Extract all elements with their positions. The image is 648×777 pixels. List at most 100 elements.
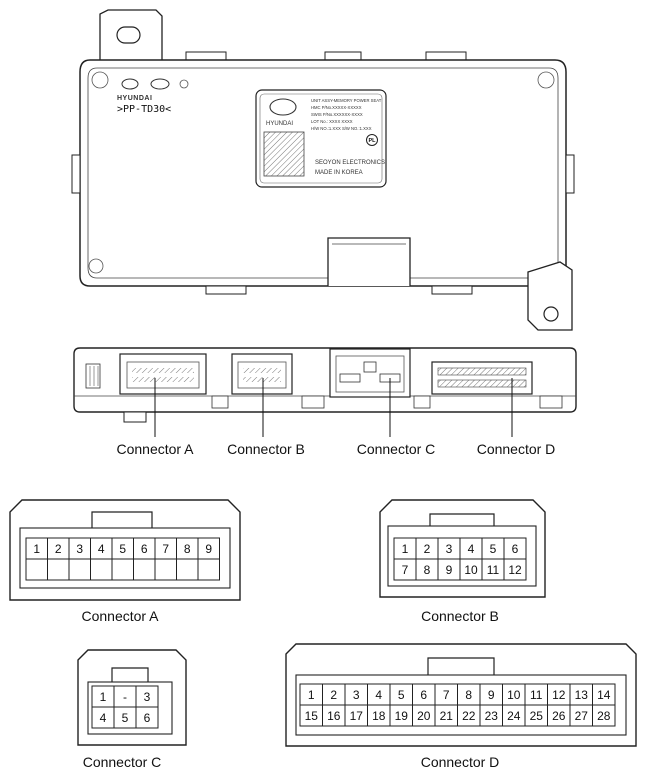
- pin-number-10: 10: [507, 688, 521, 702]
- pin-number-8: 8: [184, 542, 191, 556]
- side-clip: [301, 395, 325, 409]
- pin-cell-empty: [47, 558, 70, 581]
- certification-mark-icon: [366, 134, 378, 146]
- pin-number-4: 4: [468, 542, 475, 556]
- corner-boss: [537, 71, 555, 89]
- side-clip: [565, 154, 575, 194]
- socket-a: [119, 353, 207, 395]
- label-line-5: H/W NO.:1.XXX S/W NO.:1.XXX: [311, 126, 372, 131]
- pin-number-9: 9: [446, 563, 453, 577]
- pin-number-3: 3: [144, 690, 151, 704]
- pin-number-4: 4: [375, 688, 382, 702]
- pin-number-7: 7: [402, 563, 409, 577]
- pin-number-28: 28: [597, 709, 611, 723]
- connector-d-key: [427, 657, 495, 675]
- socket-b-pin-row: [243, 377, 281, 382]
- pin-cell-empty: [25, 558, 48, 581]
- pin-number-11: 11: [487, 563, 500, 577]
- pin-cell: [592, 704, 616, 727]
- connector-b-caption: Connector B: [421, 608, 499, 624]
- pin-number-27: 27: [575, 709, 589, 723]
- pin-cell-empty: [197, 558, 220, 581]
- connector-d-caption: Connector D: [421, 754, 500, 770]
- brand-small-text: HYUNDAI: [117, 95, 152, 102]
- pin-number-3: 3: [353, 688, 360, 702]
- pin-number-15: 15: [305, 709, 319, 723]
- side-vent: [85, 363, 101, 389]
- pin-number-8: 8: [465, 688, 472, 702]
- mounting-foot: [123, 411, 147, 423]
- pin-number-2: 2: [55, 542, 62, 556]
- kia-logo-icon: [150, 78, 170, 90]
- connector-c-inner: [87, 681, 173, 735]
- pin-number-6: 6: [141, 542, 148, 556]
- pin-number-17: 17: [350, 709, 364, 723]
- pin-number-9: 9: [488, 688, 495, 702]
- label-line-3: SWIS P/No.XXXXXX-XXXX: [311, 112, 363, 117]
- pin-number-13: 13: [575, 688, 589, 702]
- pin-cell-empty: [176, 558, 199, 581]
- socket-c-pin: [339, 373, 361, 383]
- pin-number-8: 8: [424, 563, 431, 577]
- pin-number-14: 14: [597, 688, 611, 702]
- pin-cell: [503, 558, 527, 581]
- side-clip: [71, 154, 81, 194]
- top-clip: [185, 51, 227, 61]
- supplier-text: SEOYON ELECTRONICS: [315, 160, 385, 166]
- pin-number-22: 22: [462, 709, 476, 723]
- socket-a-pin-row: [132, 368, 194, 373]
- corner-boss: [91, 71, 109, 89]
- bracket-hole: [116, 26, 141, 44]
- socket-c-key: [363, 361, 377, 373]
- connector-a-caption: Connector A: [81, 608, 159, 624]
- pin-number-5: 5: [490, 542, 497, 556]
- pin-number-25: 25: [530, 709, 544, 723]
- callout-connector-d: Connector D: [477, 441, 556, 457]
- product-label: HYUNDAI UNIT ASSY-MEMORY POWER SEAT HMC …: [255, 89, 387, 188]
- part-code: >PP-TD30<: [117, 104, 171, 115]
- connector-c-caption: Connector C: [83, 754, 162, 770]
- socket-b-pin-row: [243, 368, 281, 373]
- side-clip: [211, 395, 229, 409]
- socket-d: [431, 361, 533, 395]
- pin-number-10: 10: [464, 563, 478, 577]
- pin-cell: [135, 706, 159, 729]
- side-clip: [413, 395, 431, 409]
- pin-number-5: 5: [398, 688, 405, 702]
- pin-number-1: 1: [33, 542, 40, 556]
- connector-a-key: [91, 511, 153, 528]
- pin-cell-empty: [90, 558, 113, 581]
- pin-number-11: 11: [530, 688, 543, 702]
- hyundai-emblem-icon: [269, 98, 297, 116]
- side-clip: [539, 395, 563, 409]
- pin-number-23: 23: [485, 709, 499, 723]
- pin-number-12: 12: [508, 563, 522, 577]
- recycle-icon: [179, 79, 189, 89]
- pin-number--: -: [123, 690, 127, 704]
- pin-cell-empty: [111, 558, 134, 581]
- pin-number-6: 6: [420, 688, 427, 702]
- socket-d-pin-row: [437, 367, 527, 376]
- origin-text: MADE IN KOREA: [315, 170, 363, 176]
- pin-number-6: 6: [512, 542, 519, 556]
- pin-number-4: 4: [98, 542, 105, 556]
- module-top-view: HYUNDAI >PP-TD30< HYUNDAI UNIT ASSY-MEMO…: [71, 9, 575, 331]
- pin-number-18: 18: [372, 709, 386, 723]
- callout-connector-c: Connector C: [357, 441, 436, 457]
- socket-b: [231, 353, 293, 395]
- pin-number-19: 19: [395, 709, 409, 723]
- callout-connector-b: Connector B: [227, 441, 305, 457]
- corner-boss: [88, 258, 104, 274]
- top-clip: [425, 51, 467, 61]
- center-connector-shroud: [327, 237, 411, 286]
- label-line-2: HMC P/No.XXXXX-XXXXX: [311, 105, 362, 110]
- pin-number-7: 7: [162, 542, 169, 556]
- callout-connector-a: Connector A: [116, 441, 194, 457]
- pin-number-6: 6: [144, 711, 151, 725]
